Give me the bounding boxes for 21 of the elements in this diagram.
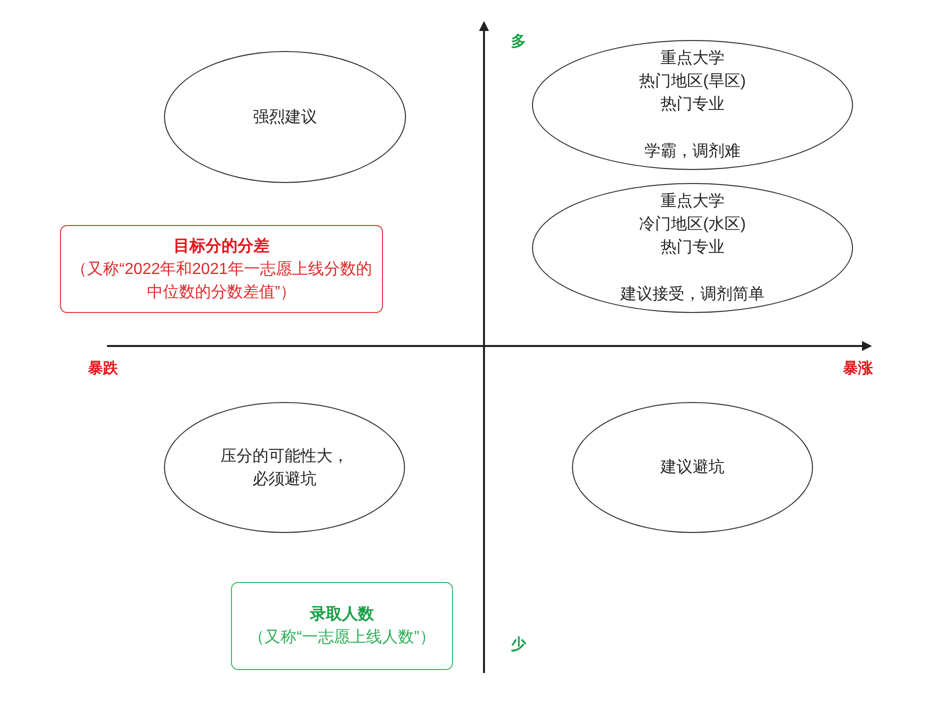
oval-text: 建议避坑 — [660, 458, 724, 478]
axis-end-label: 多 — [511, 33, 526, 51]
box-note: （又称“2022年和2021年一志愿上线分数的中位数的分数差值”） — [70, 260, 373, 302]
oval-text: 重点大学 — [660, 48, 724, 69]
axis-end-label: 暴跌 — [88, 360, 118, 378]
box-note: （又称“一志愿上线人数”） — [248, 628, 436, 648]
axis-end-label: 少 — [511, 636, 526, 654]
oval-text: 强烈建议 — [253, 108, 317, 128]
oval-text: 压分的可能性大，必须避坑 — [220, 446, 350, 490]
oval-text: 热门专业 — [660, 238, 724, 258]
oval-text: 热门专业 — [660, 94, 724, 115]
note-box — [231, 582, 453, 670]
box-title: 录取人数 — [310, 605, 374, 625]
note-box — [60, 225, 383, 313]
oval-text: 重点大学 — [660, 192, 724, 212]
oval-text: 建议接受，调剂简单 — [620, 284, 764, 305]
axis-end-label: 暴涨 — [843, 360, 873, 378]
oval-text: 学霸，调剂难 — [644, 142, 740, 162]
oval-text: 热门地区(旱区) — [639, 72, 746, 92]
box-title: 目标分的分差 — [174, 236, 270, 256]
oval-text: 冷门地区(水区) — [639, 214, 746, 235]
